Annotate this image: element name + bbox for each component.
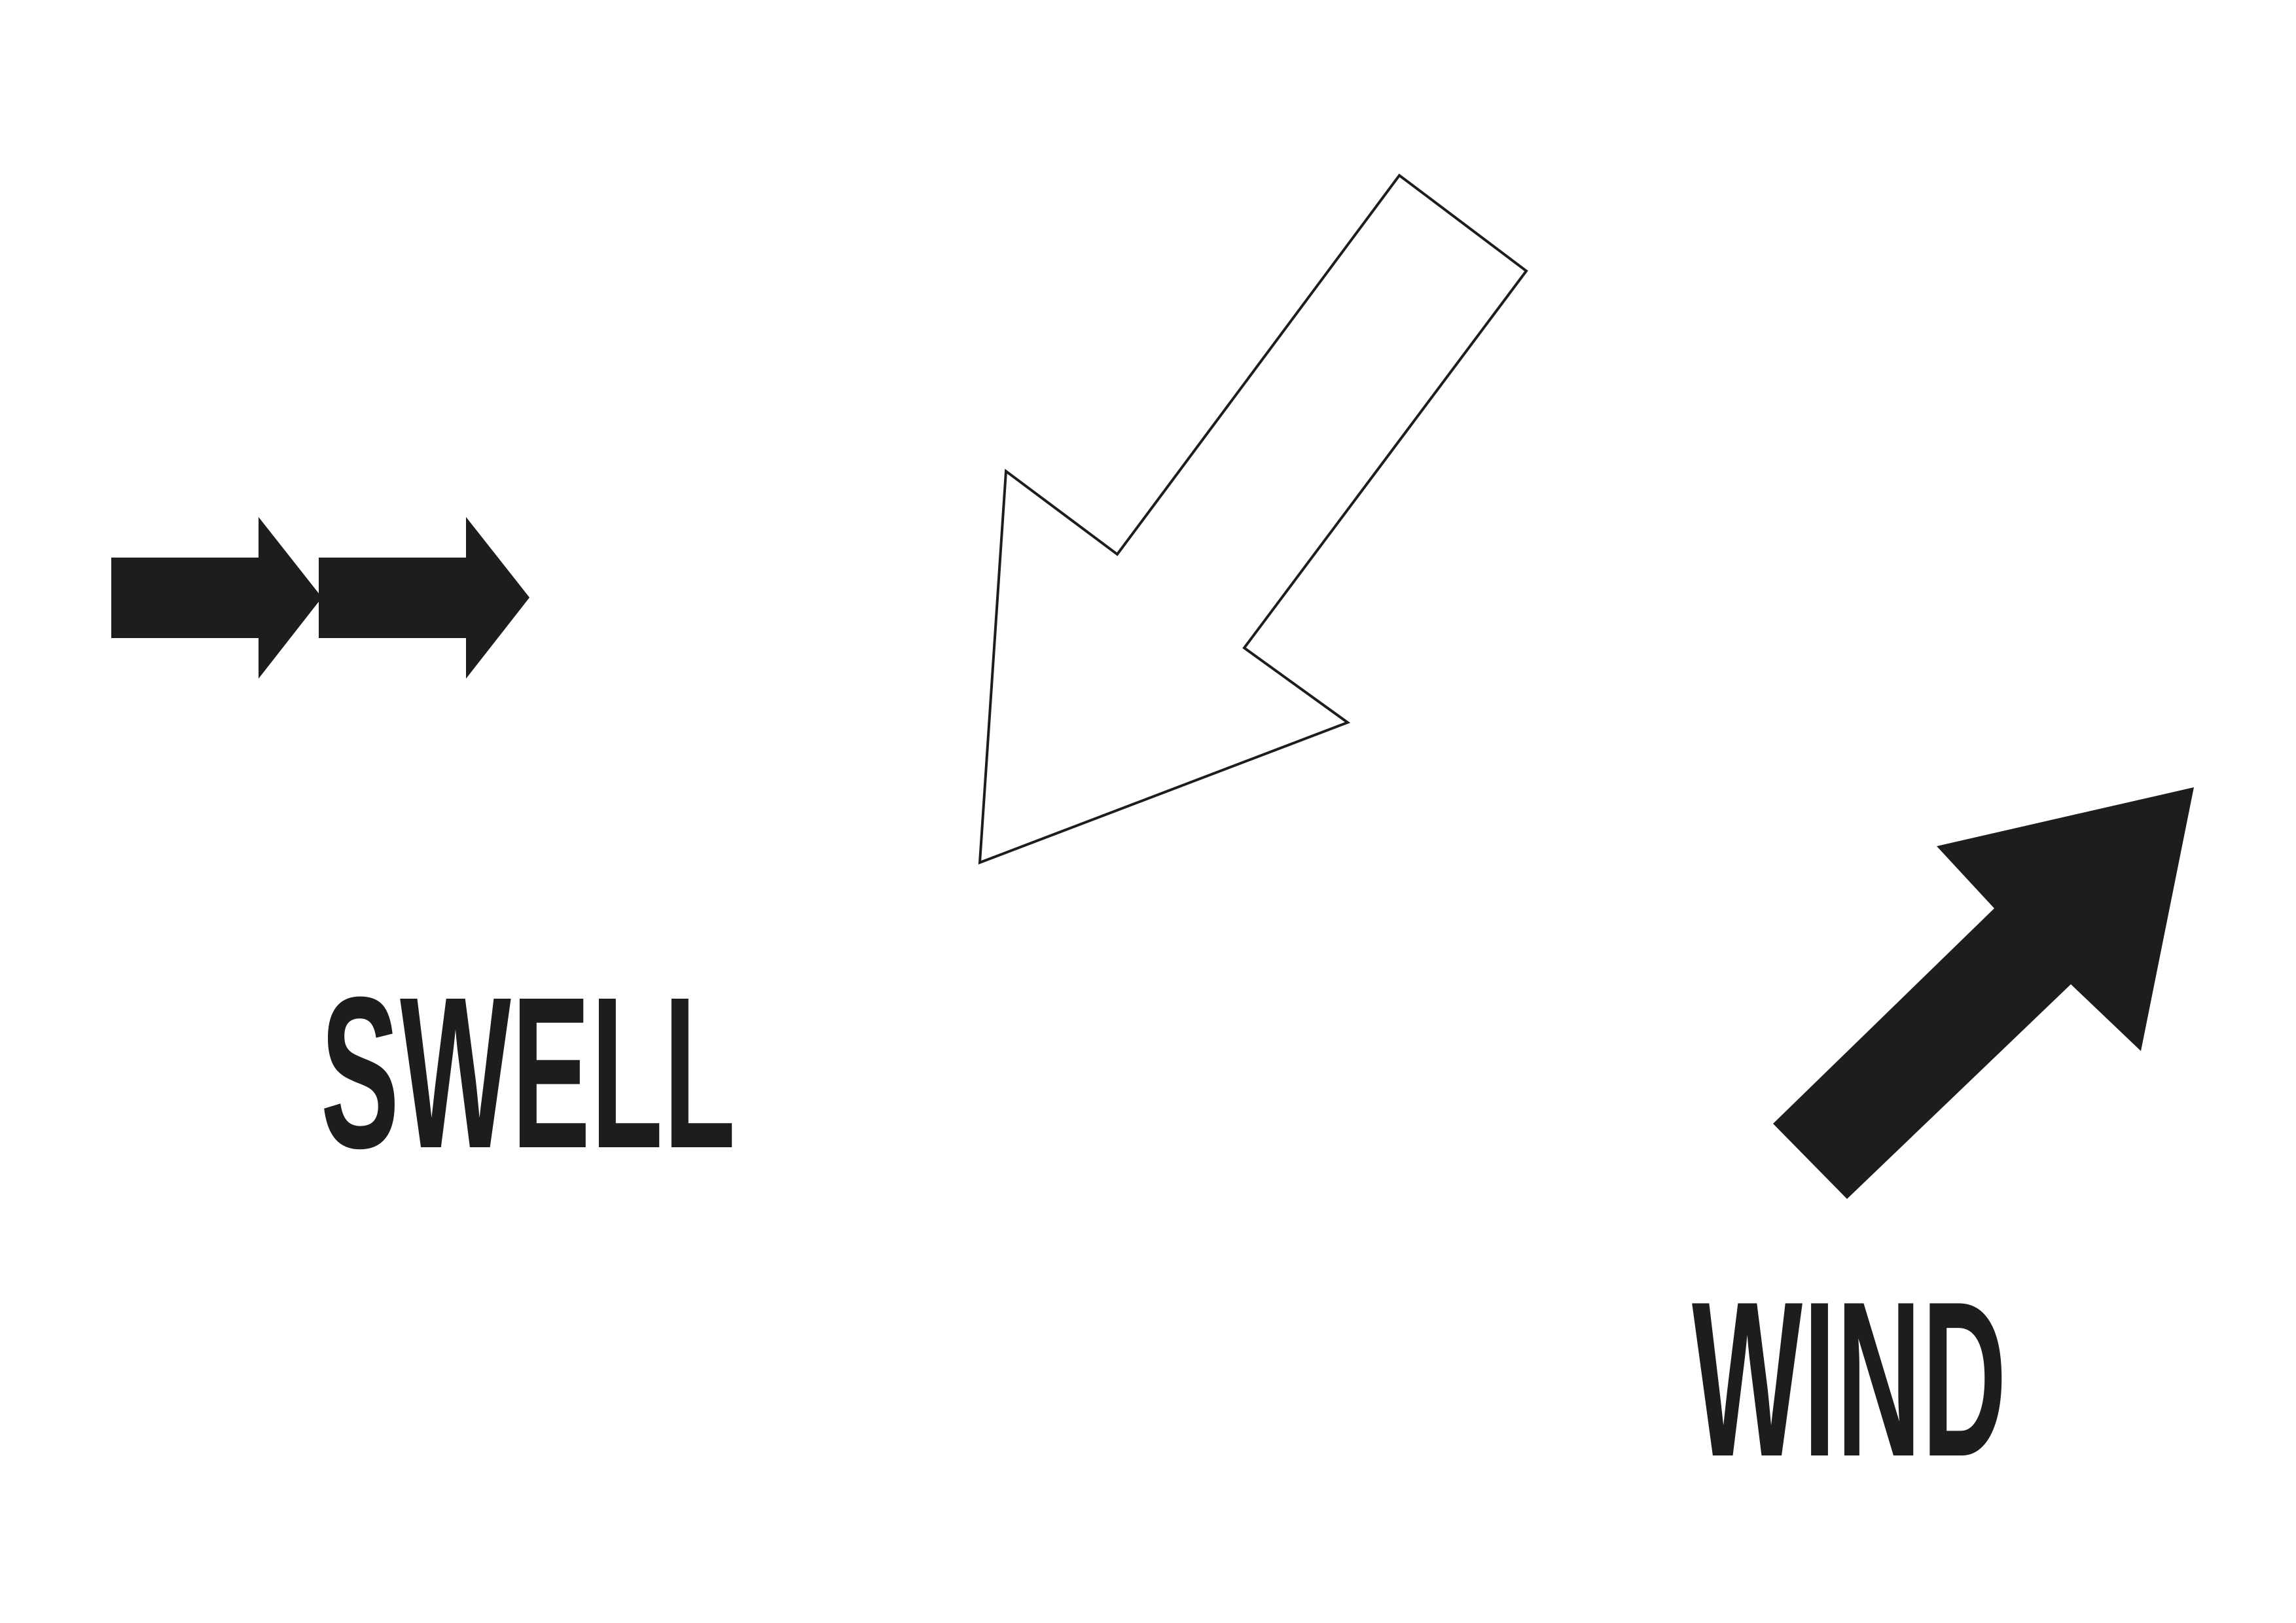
wind-label: WIND — [1692, 1256, 2007, 1503]
swell-rating-arrow-1-icon — [111, 517, 322, 679]
wind-group: WIND — [1692, 787, 2194, 1503]
swell-direction-arrow-icon — [978, 173, 1528, 865]
wind-direction-arrow-icon — [1773, 787, 2194, 1199]
swell-label: SWELL — [321, 952, 736, 1194]
swell-rating-markers — [111, 517, 529, 679]
swell-group: SWELL — [111, 173, 1528, 1194]
swell-rating-arrow-2-icon — [319, 517, 529, 679]
